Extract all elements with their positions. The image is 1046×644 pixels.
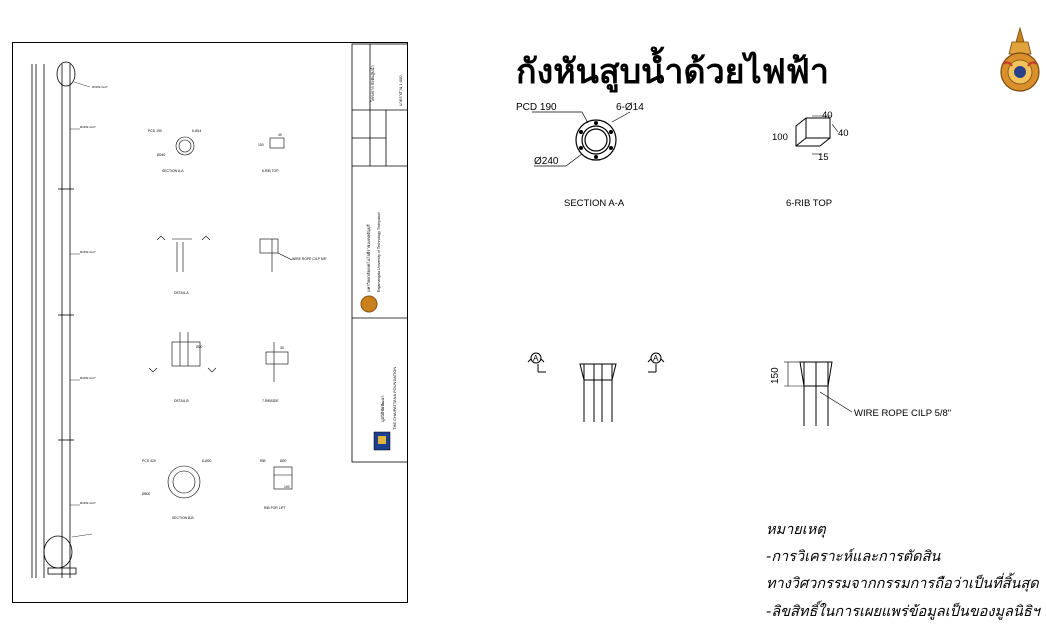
section-aa-drawing: [532, 111, 631, 167]
mini-dim: Ø20: [280, 459, 287, 463]
detail-svg: PCD 190 6-Ø14 Ø240 SECTION A-A 40 40 100…: [516, 102, 951, 426]
mini-caption: SECTION B-B: [172, 516, 194, 520]
tb-foundation: THE CHAIPATTANA FOUNDATION: [392, 367, 397, 430]
royal-seal-icon: [998, 26, 1042, 96]
mini-dim: PCD 420: [142, 459, 156, 463]
rib-top-drawing: [795, 115, 839, 155]
mini-caption: 7-RIBSIDE: [262, 399, 279, 403]
detail-a-marker-right: A: [653, 354, 659, 363]
drawing-sheet: ROPE GUY ROPE GUY ROPE GUY ROPE GUY ROPE…: [12, 42, 408, 603]
tb-university: มหาวิทยาลัยเทคโนโลยีราชมงคลธัญบุรี: [366, 223, 372, 292]
section-aa-caption: SECTION A-A: [564, 198, 625, 209]
rib-top-dim-3: 100: [772, 132, 788, 143]
notes-heading: หมายเหตุ: [766, 522, 826, 538]
rib-top-dim-2: 40: [838, 128, 849, 139]
pole-label: ROPE GUY: [80, 125, 96, 129]
notes-line: -การวิเคราะห์และการตัดสิน: [766, 549, 941, 565]
mini-caption: DETAIL B: [174, 399, 189, 403]
title-block-logos: [360, 295, 391, 451]
section-aa-pcd: PCD 190: [516, 102, 557, 113]
wire-detail-label: WIRE ROPE CILP 5/8": [854, 408, 951, 419]
detail-a-marker-left: A: [533, 354, 539, 363]
wire-detail-drawing: [784, 361, 853, 426]
mini-dim: Ø500: [142, 492, 150, 496]
tb-project: โครงการ กังหันสูบน้ำ: [368, 65, 376, 102]
mini-dim: RIB: [260, 459, 266, 463]
pole-label: ROPE GUY: [80, 376, 96, 380]
section-aa-holes: [579, 121, 613, 159]
wire-detail-dim: 150: [770, 367, 781, 384]
mini-dim: Ø240: [157, 153, 165, 157]
pole-label: ROPE GUY: [80, 501, 96, 505]
tb-university-en: Rajamangala University of Technology Tha…: [377, 212, 381, 292]
mini-caption: SECTION A-A: [162, 169, 184, 173]
pole-leaders: [70, 81, 93, 538]
mini-dim: 30: [280, 346, 284, 350]
mini-caption: RIB FOR LIFT: [264, 506, 286, 510]
mini-wire-label: WIRE ROPE CILP 5/8": [292, 257, 327, 261]
rib-top-dim-1: 40: [822, 110, 833, 121]
page-title: กังหันสูบน้ำด้วยไฟฟ้า: [516, 52, 829, 92]
tb-scale: มาตราส่วน 1:000: [398, 75, 403, 106]
mini-dim: Ø20: [196, 345, 203, 349]
mini-caption: DETAIL A: [174, 291, 189, 295]
section-aa-dia: Ø240: [534, 156, 559, 167]
tb-foundation-th: มูลนิธิชัยพัฒนา: [380, 395, 386, 422]
pole-label: ROPE GUY: [80, 250, 96, 254]
rib-top-dim-4: 15: [818, 152, 829, 163]
mini-dim: 100: [258, 143, 264, 147]
mini-caption: 6-RIB TOP: [262, 169, 279, 173]
detail-a-drawing: [527, 353, 665, 422]
rib-top-caption: 6-RIB TOP: [786, 198, 832, 209]
mini-dim: 6-Ø14: [192, 129, 202, 133]
title-block: [351, 43, 408, 463]
notes-line: -ลิขสิทธิ์ในการเผยแพร่ข้อมูลเป็นของมูลนิ…: [766, 604, 1040, 620]
section-aa-holes-label: 6-Ø14: [616, 102, 644, 113]
pole-label: ROPE GUY: [92, 85, 108, 89]
pole-drawing: [31, 61, 77, 578]
detail-drawings: PCD 190 6-Ø14 Ø240 SECTION A-A 40 40 100…: [516, 96, 996, 436]
mini-dim: 40: [278, 133, 282, 137]
notes-line: ทางวิศวกรรมจากกรรมการถือว่าเป็นที่สิ้นสุ…: [766, 576, 1039, 592]
mini-dim: 8-Ø20: [202, 459, 212, 463]
mini-details: [148, 136, 293, 499]
mini-dim: 100: [284, 485, 290, 489]
drawing-sheet-svg: ROPE GUY ROPE GUY ROPE GUY ROPE GUY ROPE…: [12, 42, 408, 603]
mini-dim: PCD 190: [148, 129, 162, 133]
